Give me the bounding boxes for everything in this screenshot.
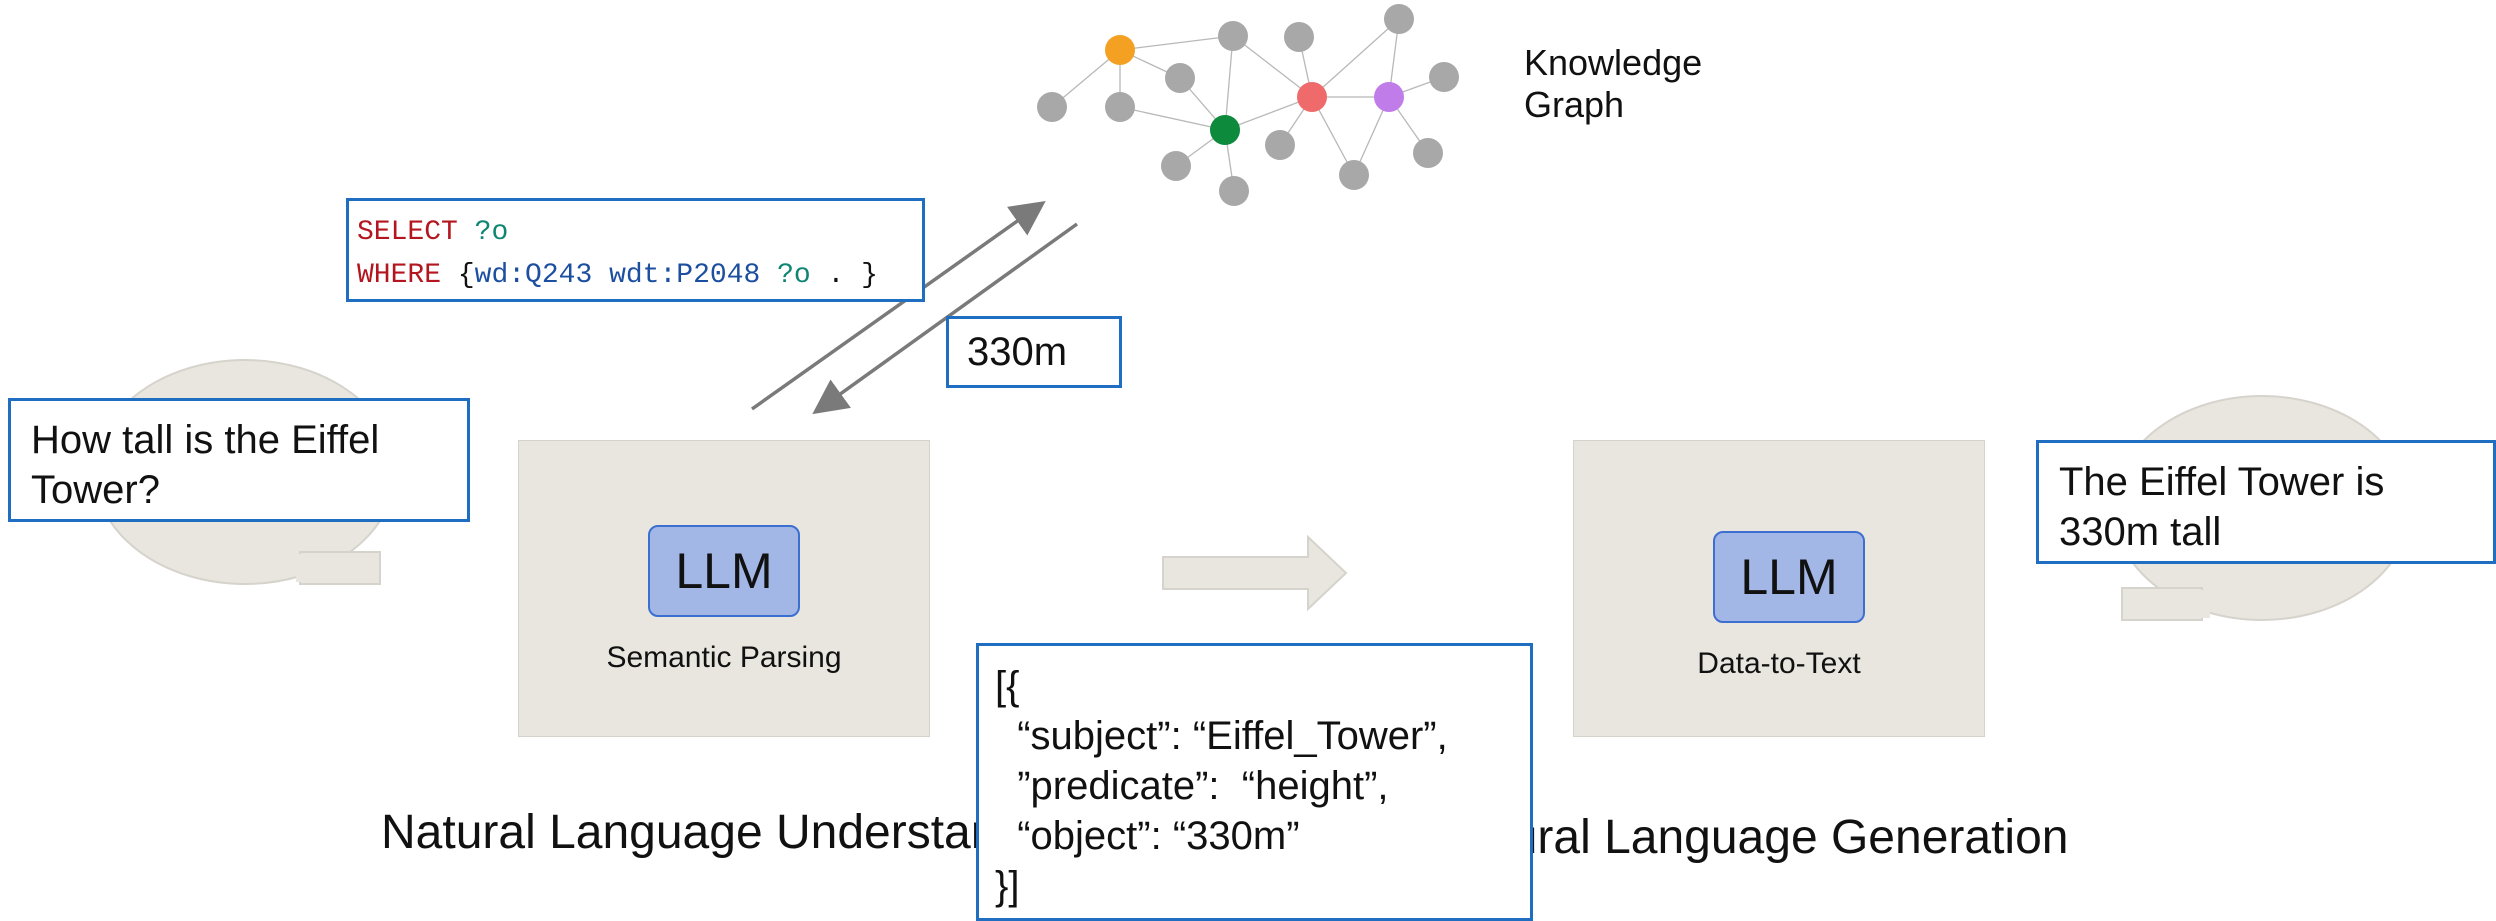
graph-node-red — [1297, 82, 1327, 112]
question-box: How tall is the Eiffel Tower? — [8, 398, 470, 522]
answer-line2: 330m tall — [2059, 510, 2222, 554]
sparql-query-box: SELECT ?o WHERE {wd:Q243 wdt:P2048 ?o . … — [346, 198, 925, 302]
sparql-subject: wd:Q243 — [474, 260, 593, 291]
json-line: “object”: “330m” — [995, 814, 1300, 858]
sparql-select-keyword: SELECT — [357, 217, 458, 248]
json-line: [{ — [995, 664, 1020, 708]
sparql-where-line: WHERE {wd:Q243 wdt:P2048 ?o . } — [357, 254, 922, 297]
question-line2: Tower? — [31, 468, 160, 512]
graph-node-purple — [1374, 82, 1404, 112]
sparql-select-line: SELECT ?o — [357, 211, 922, 254]
json-line: “subject”: “Eiffel_Tower”, — [995, 714, 1448, 758]
graph-node-orange — [1105, 35, 1135, 65]
graph-node — [1284, 22, 1314, 52]
result-value: 330m — [967, 329, 1068, 374]
question-line1: How tall is the Eiffel — [31, 418, 380, 462]
answer-line1: The Eiffel Tower is — [2059, 460, 2385, 504]
graph-node — [1161, 151, 1191, 181]
sparql-open-brace: { — [457, 260, 475, 291]
knowledge-graph-label-line1: Knowledge — [1524, 42, 1703, 83]
semantic-parsing-llm-box: LLM — [648, 525, 800, 617]
knowledge-graph-nodes — [1037, 4, 1459, 206]
graph-node — [1165, 63, 1195, 93]
graph-node — [1105, 92, 1135, 122]
flow-arrow — [1162, 534, 1348, 612]
knowledge-graph-label: Knowledge Graph — [1524, 42, 1702, 126]
knowledge-graph-label-line2: Graph — [1524, 84, 1625, 125]
graph-node — [1429, 62, 1459, 92]
semantic-parsing-label: Semantic Parsing — [606, 641, 842, 674]
sparql-select-variable: ?o — [474, 217, 509, 248]
sparql-predicate: wdt:P2048 — [609, 260, 761, 291]
data-to-text-label: Data-to-Text — [1697, 647, 1861, 680]
nlu-caption: Natural Language Understanding — [381, 806, 1089, 859]
graph-node — [1384, 4, 1414, 34]
graph-node — [1265, 130, 1295, 160]
answer-box: The Eiffel Tower is 330m tall — [2036, 440, 2496, 564]
semantic-parsing-panel: LLM Semantic Parsing — [518, 440, 930, 737]
graph-node — [1339, 160, 1369, 190]
json-triple-box: [{ “subject”: “Eiffel_Tower”, ”predicate… — [976, 643, 1533, 921]
graph-node — [1219, 176, 1249, 206]
graph-node — [1218, 21, 1248, 51]
graph-node — [1413, 138, 1443, 168]
result-box: 330m — [946, 316, 1122, 388]
sparql-tail: . } — [810, 260, 878, 291]
query-arrow — [750, 200, 1046, 411]
nlg-caption: Natural Language Generation — [1436, 811, 2069, 864]
sparql-where-keyword: WHERE — [357, 260, 442, 291]
graph-node-green — [1210, 115, 1240, 145]
data-to-text-panel: LLM Data-to-Text — [1573, 440, 1985, 737]
json-line: }] — [995, 864, 1020, 908]
graph-node — [1037, 92, 1067, 122]
data-to-text-llm-box: LLM — [1713, 531, 1865, 623]
sparql-object-variable: ?o — [777, 260, 811, 291]
json-line: ”predicate”: “height”, — [995, 764, 1389, 808]
